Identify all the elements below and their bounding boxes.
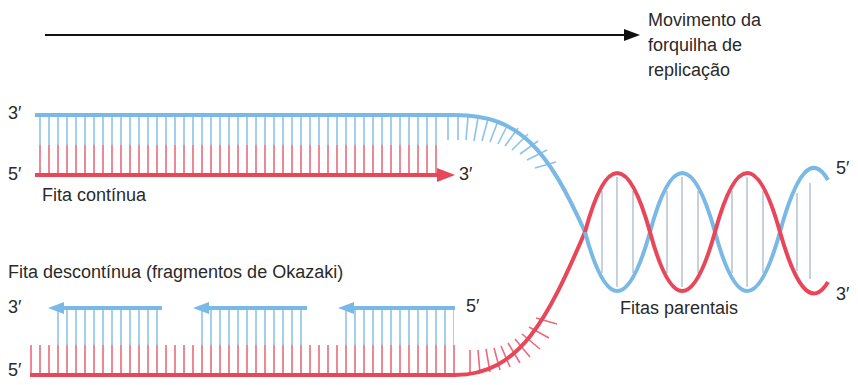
- strand-end: 3′: [459, 164, 472, 185]
- strand-end: 5′: [8, 360, 21, 381]
- strand-name: Fita descontínua (fragmentos de Okazaki): [8, 262, 343, 283]
- strand-end: 5′: [466, 296, 479, 317]
- base-pairs: [38, 117, 438, 145]
- parental-strand: [30, 232, 585, 375]
- base-pairs: [197, 310, 307, 345]
- parental-strand: [35, 115, 585, 232]
- helix-strand: [585, 173, 828, 293]
- strand-end: 3′: [8, 297, 21, 318]
- strand-end: 5′: [8, 164, 21, 185]
- strand-end: 3′: [836, 284, 849, 305]
- base-pairs: [38, 145, 438, 173]
- leading-strand: [35, 168, 455, 182]
- strand-name: Fitas parentais: [620, 298, 738, 319]
- helix-strand: [585, 168, 828, 291]
- base-pairs: [52, 310, 162, 345]
- unpaired-bases: [470, 318, 557, 373]
- strand-end: 5′: [836, 158, 849, 179]
- base-pairs: [342, 310, 454, 345]
- strand-name: Fita contínua: [42, 185, 146, 206]
- movement-arrow: [45, 29, 640, 41]
- okazaki-fragments: [48, 302, 455, 314]
- base-pairs: [30, 345, 462, 373]
- strand-end: 3′: [8, 103, 21, 124]
- direction-label: Movimento da forquilha de replicação: [648, 8, 813, 83]
